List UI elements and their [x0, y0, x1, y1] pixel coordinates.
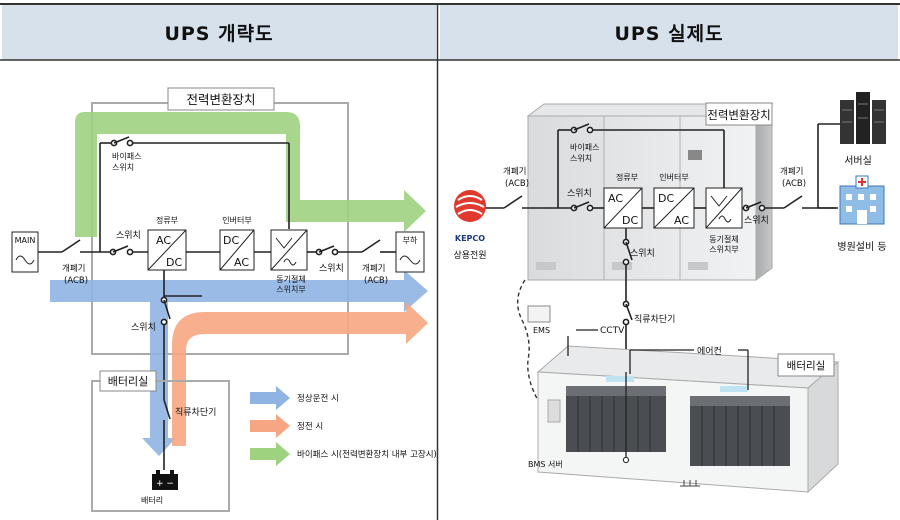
svg-text:+ −: + −: [156, 479, 174, 489]
rectifier-title: 정류부: [616, 172, 638, 182]
commercial-power-label: 상용전원: [453, 250, 486, 261]
sync-switch-label-2: 스위치부: [709, 245, 738, 254]
sync-switch-label-1: 동기절체: [709, 234, 738, 244]
output-switch-label: 스위치: [744, 214, 769, 226]
legend-bypass-swatch: [250, 442, 290, 466]
bms-server-label: BMS 서버: [528, 459, 563, 469]
kepco-text: KEPCO: [455, 234, 485, 243]
hospital-equipment-label: 병원설비 등: [837, 241, 886, 253]
right-illustration: 전력변환장치: [453, 92, 887, 494]
right-header-title: UPS 실제도: [614, 22, 724, 45]
cctv-label: CCTV: [600, 326, 625, 336]
rectifier-title: 정류부: [156, 215, 178, 225]
bypass-switch-label-1: 바이패스: [112, 151, 141, 161]
battery-room-label-box: [777, 353, 835, 377]
kepco-logo: KEPCO: [454, 190, 486, 243]
dc-breaker-label: 직류차단기: [175, 406, 216, 418]
input-breaker-label-1: 개폐기: [503, 166, 526, 177]
battery-room-label: 배터리실: [108, 375, 148, 388]
input-breaker-label-2: (ACB): [505, 179, 529, 189]
bypass-switch-label-2: 스위치: [570, 154, 592, 163]
inverter-dc: DC: [658, 192, 674, 205]
monitoring-link-dashed: [517, 279, 541, 405]
bypass-switch-label-1: 바이패스: [570, 142, 599, 152]
inverter-title: 인버터부: [659, 172, 688, 182]
blue-normal-arrow: [50, 270, 428, 456]
legend-normal-label: 정상운전 시: [297, 393, 339, 404]
battery-label: 배터리: [141, 496, 163, 505]
ems-monitor-icon: [527, 305, 551, 323]
dc-breaker-label: 직류차단기: [634, 313, 675, 325]
ac-wave-icon: [15, 255, 35, 265]
dc-switch-label: 스위치: [131, 321, 156, 333]
battery-room-label-box: [99, 370, 157, 392]
power-conversion-label: 전력변환장치: [186, 92, 255, 107]
battery-room-box: [91, 380, 230, 512]
load-breaker-label-2: (ACB): [364, 276, 388, 286]
main-breaker-label-1: 개폐기: [62, 263, 85, 274]
power-conversion-label-box: [167, 87, 275, 111]
dc-switch-label: 스위치: [630, 247, 655, 259]
sync-switch-label-2: 스위치부: [276, 285, 305, 294]
rectifier-dc: DC: [166, 256, 182, 269]
battery-room-label: 배터리실: [787, 360, 826, 372]
ems-label: EMS: [533, 326, 550, 335]
rectifier-ac: AC: [608, 192, 623, 205]
legend-outage-swatch: [250, 414, 290, 438]
main-source-box: [11, 231, 39, 273]
rectifier-dc: DC: [622, 214, 638, 227]
server-icon: [840, 92, 886, 144]
rectifier-ac: AC: [156, 234, 171, 247]
main-breaker-label-2: (ACB): [64, 276, 88, 286]
server-room-label: 서버실: [844, 155, 872, 167]
legend: 정상운전 시 정전 시 바이패스 시(전력변환장치 내부 고장시): [250, 386, 437, 466]
battery-icon: + −: [152, 470, 178, 490]
legend-outage-label: 정전 시: [297, 421, 323, 432]
right-panel-header: UPS 실제도: [440, 4, 898, 60]
load-label: 부하: [403, 235, 418, 245]
green-bypass-arrow: [75, 112, 426, 237]
input-switch-label: 스위치: [567, 187, 592, 199]
legend-bypass-label: 바이패스 시(전력변환장치 내부 고장시): [297, 449, 437, 460]
output-breaker-label-1: 개폐기: [780, 166, 803, 177]
aircon-label: 에어컨: [697, 346, 722, 357]
orange-outage-arrow: [172, 302, 428, 446]
load-box: [395, 231, 425, 273]
hospital-building-icon: [839, 175, 885, 225]
power-conversion-label-box: [705, 102, 773, 126]
load-breaker-label-1: 개폐기: [362, 263, 385, 274]
ac-wave-icon: [399, 255, 421, 265]
sync-switch-label-1: 동기절체: [276, 274, 305, 284]
legend-normal-swatch: [250, 386, 290, 410]
left-header-title: UPS 개략도: [164, 22, 274, 45]
inverter-dc: DC: [223, 234, 239, 247]
power-conversion-label: 전력변환장치: [707, 108, 770, 122]
left-panel-header: UPS 개략도: [2, 4, 436, 60]
inverter-title: 인버터부: [222, 215, 251, 225]
inverter-ac: AC: [234, 256, 249, 269]
input-switch-label: 스위치: [116, 229, 141, 241]
output-switch-label: 스위치: [319, 262, 344, 274]
left-schematic: 전력변환장치: [11, 87, 437, 512]
battery-room-illustration: [536, 345, 840, 494]
output-breaker-label-2: (ACB): [782, 179, 806, 189]
inverter-ac: AC: [674, 214, 689, 227]
main-label: MAIN: [15, 236, 36, 245]
bypass-switch-label-2: 스위치: [112, 163, 134, 172]
